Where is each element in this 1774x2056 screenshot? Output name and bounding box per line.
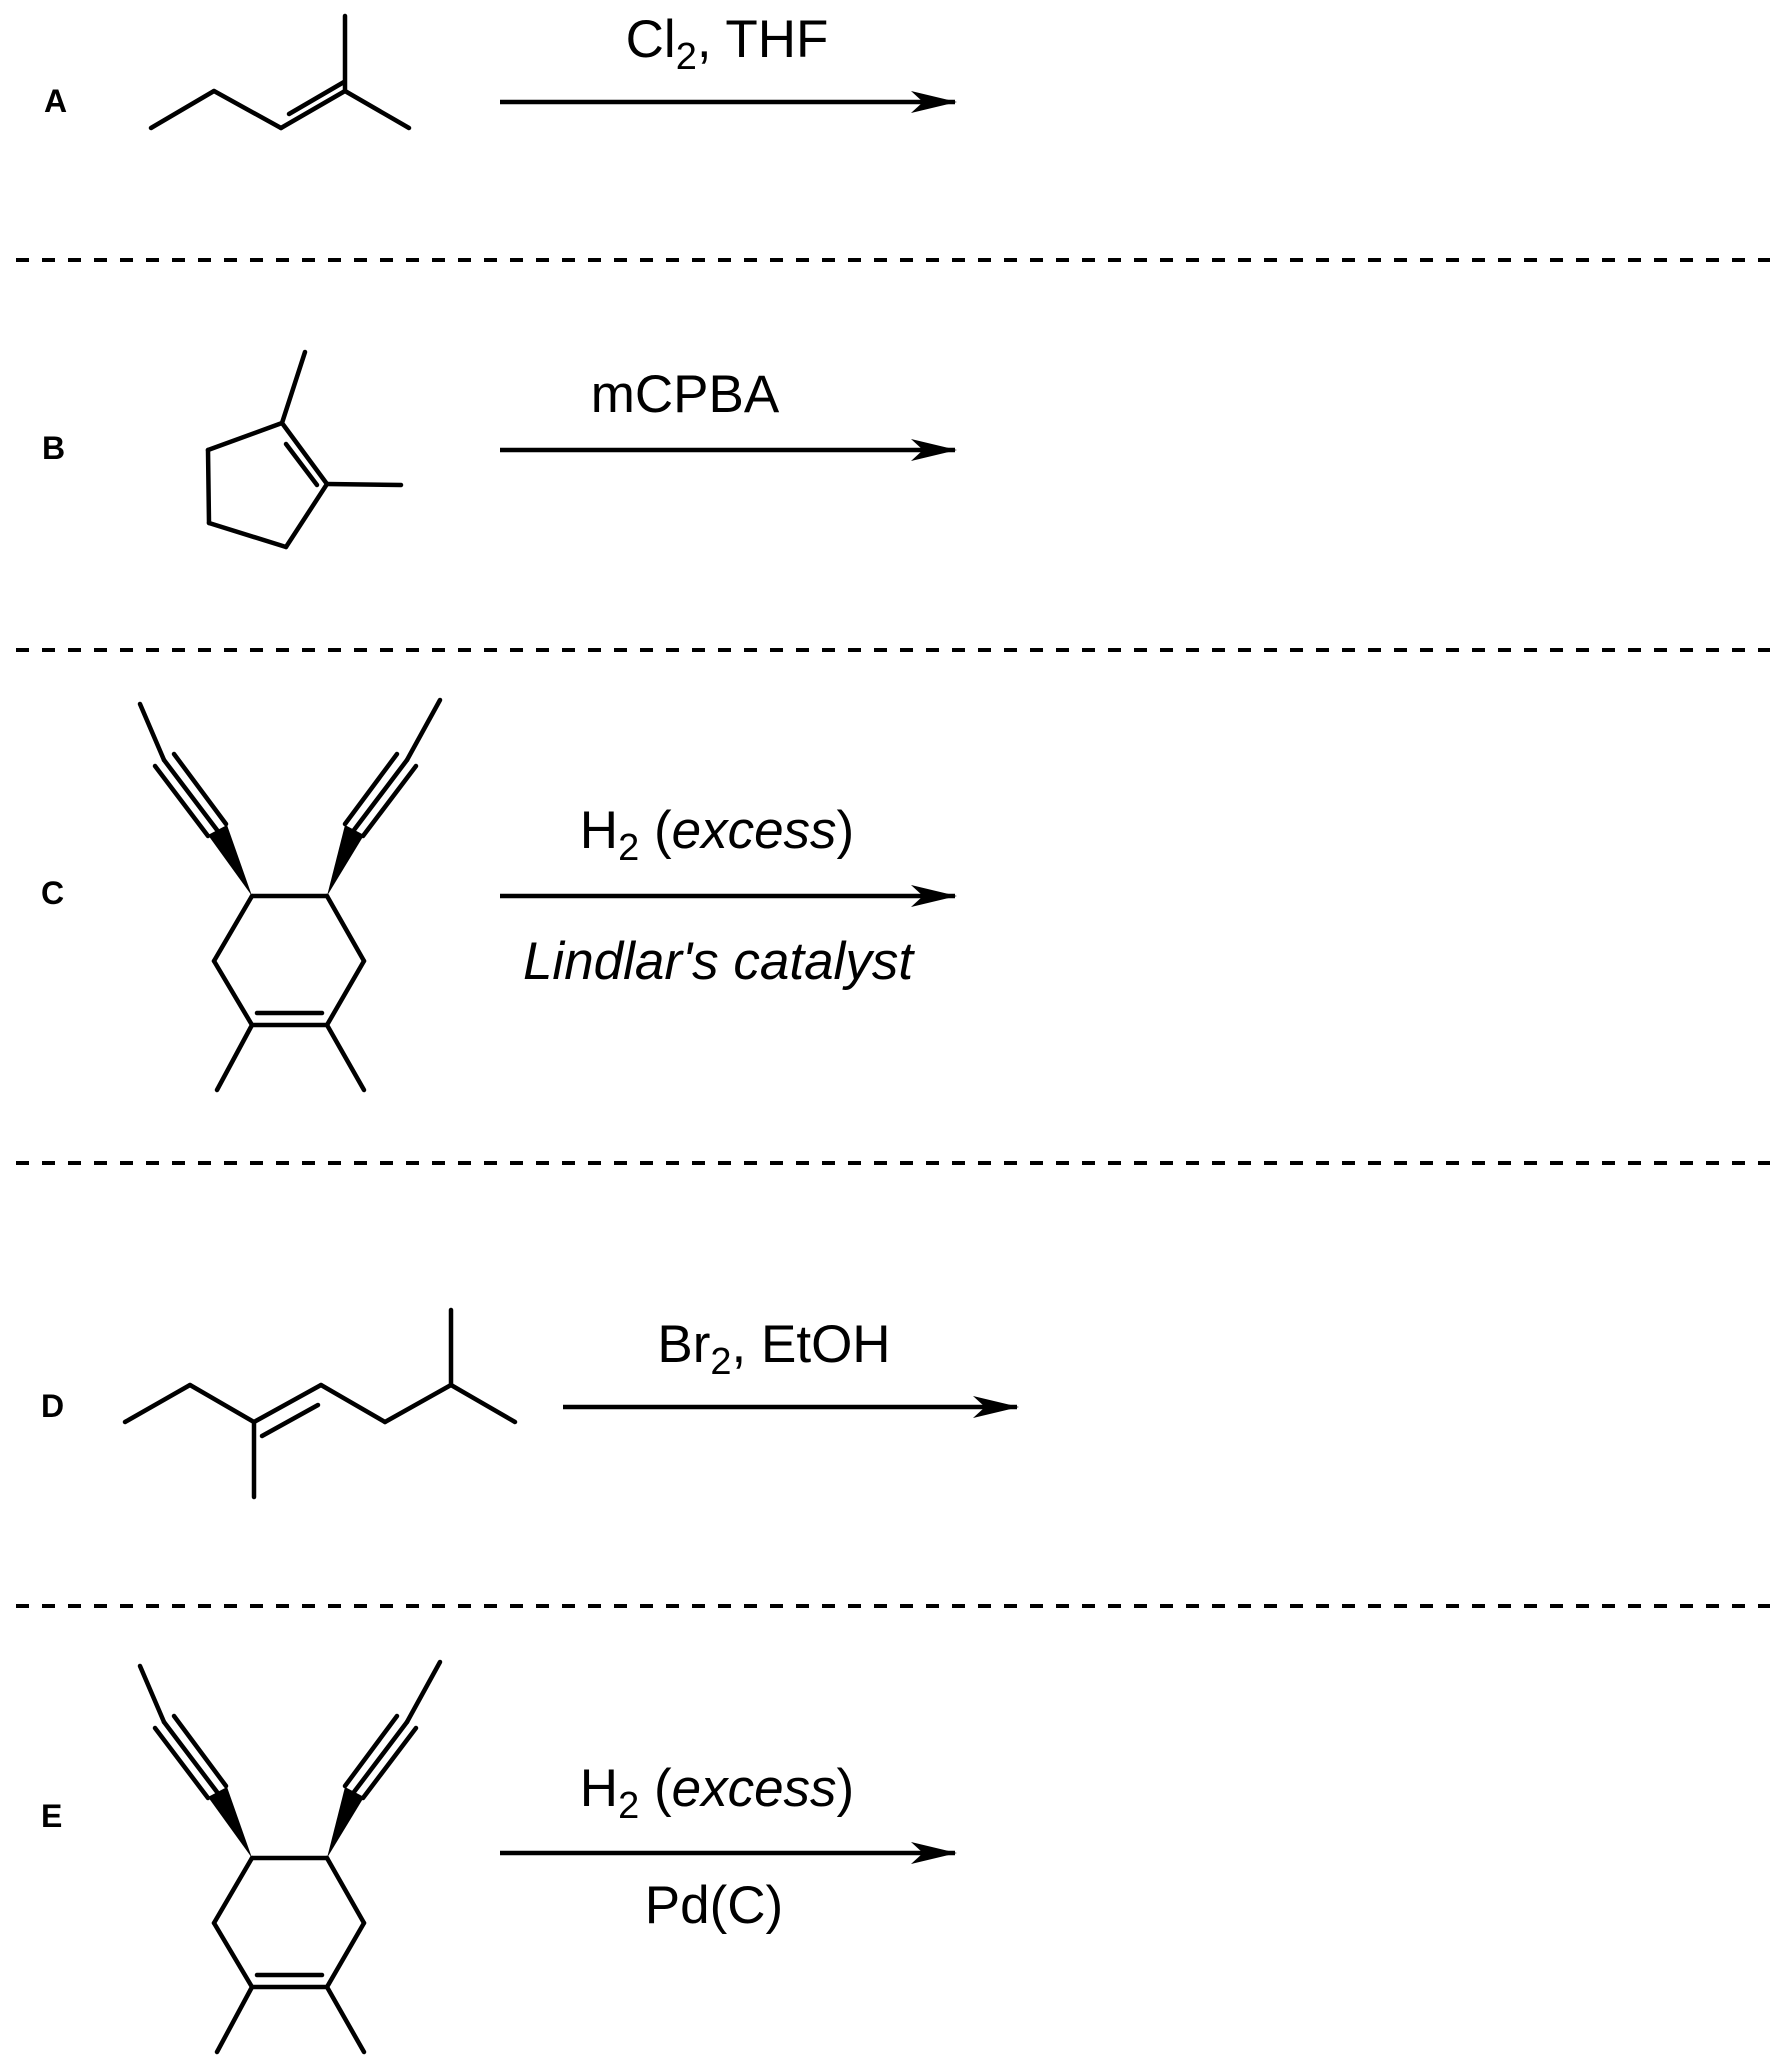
molecule-d bbox=[122, 1307, 518, 1500]
molecule-e bbox=[137, 1659, 443, 2055]
reagent-segment: H bbox=[580, 1759, 618, 1818]
reagent-above-c: H2 (excess) bbox=[580, 801, 854, 869]
molecule-c bbox=[137, 697, 443, 1093]
reagent-segment: ( bbox=[639, 801, 672, 860]
reagent-segment: , THF bbox=[697, 10, 829, 69]
row-c: C H2 (excess) Lindlar's catalyst bbox=[41, 697, 957, 1093]
reagent-segment: Pd(C) bbox=[645, 1876, 783, 1935]
reagent-segment: 2 bbox=[618, 1785, 639, 1827]
reagent-segment: H bbox=[580, 801, 618, 860]
reagent-segment: 2 bbox=[618, 827, 639, 869]
reagent-above-e: H2 (excess) bbox=[580, 1759, 854, 1827]
reagent-segment: ) bbox=[837, 1759, 855, 1818]
molecule-b bbox=[205, 349, 404, 550]
reagent-above-d: Br2, EtOH bbox=[657, 1315, 890, 1383]
row-label-d: D bbox=[41, 1388, 64, 1424]
row-label-a: A bbox=[44, 83, 67, 119]
row-b: B mCPBA bbox=[42, 349, 957, 550]
reagent-segment: Br bbox=[657, 1315, 710, 1374]
row-label-b: B bbox=[42, 430, 65, 466]
reagent-segment: 2 bbox=[710, 1341, 731, 1383]
reagent-segment: ( bbox=[639, 1759, 672, 1818]
molecule-a bbox=[148, 13, 412, 131]
reagent-below-c: Lindlar's catalyst bbox=[523, 932, 915, 991]
row-e: E H2 (excess) Pd(C) bbox=[41, 1659, 957, 2055]
reagent-segment: 2 bbox=[676, 36, 697, 78]
reagent-below-e: Pd(C) bbox=[645, 1876, 783, 1935]
reagent-segment: ) bbox=[837, 801, 855, 860]
reagent-segment: excess bbox=[672, 1759, 837, 1818]
reagent-segment: , EtOH bbox=[732, 1315, 891, 1374]
reagent-above-b: mCPBA bbox=[591, 365, 780, 424]
reagent-segment: Lindlar's catalyst bbox=[523, 932, 915, 991]
row-a: A Cl2, THF bbox=[44, 10, 957, 131]
row-d: D Br2, EtOH bbox=[41, 1307, 1019, 1500]
reagent-segment: Cl bbox=[626, 10, 676, 69]
row-label-c: C bbox=[41, 875, 64, 911]
reagent-segment: mCPBA bbox=[591, 365, 780, 424]
reagent-segment: excess bbox=[672, 801, 837, 860]
reagent-above-a: Cl2, THF bbox=[626, 10, 829, 78]
row-label-e: E bbox=[41, 1798, 62, 1834]
